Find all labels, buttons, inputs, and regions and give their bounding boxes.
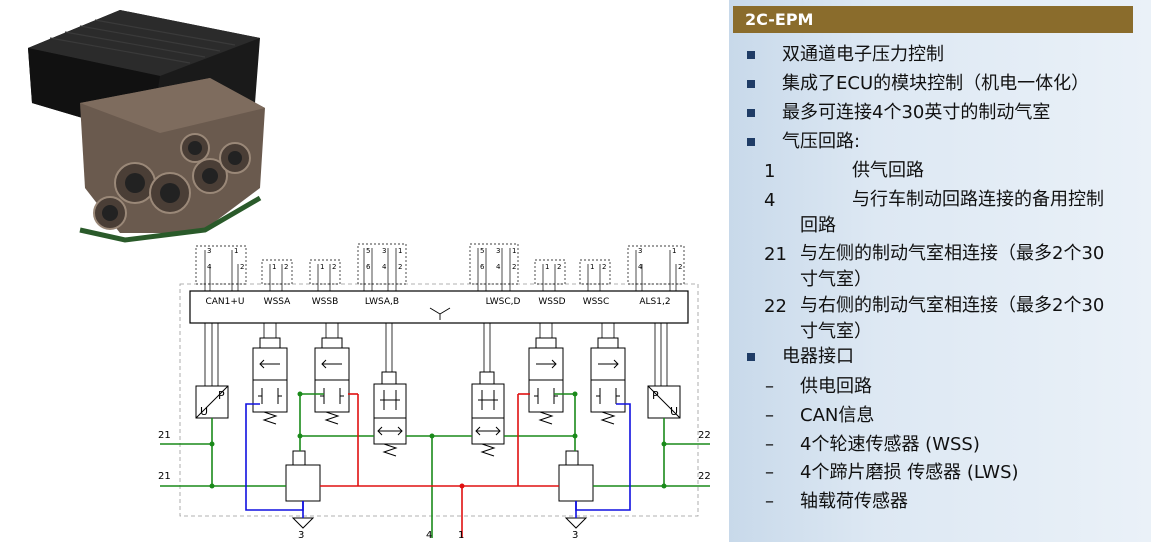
ecu-block [189, 290, 689, 324]
svg-text:3: 3 [207, 247, 211, 255]
circuit-description: 与左侧的制动气室相连接（最多2个30寸气室） [800, 243, 1105, 290]
bullet-square-icon [747, 353, 755, 361]
svg-text:P: P [652, 389, 659, 402]
electrical-item: 轴载荷传感器 [800, 491, 908, 512]
svg-text:1: 1 [672, 247, 676, 255]
svg-text:3: 3 [638, 247, 642, 255]
port-3-right: 3 [572, 530, 578, 541]
svg-text:5: 5 [366, 247, 370, 255]
svg-text:2: 2 [557, 263, 561, 271]
dash-icon: – [765, 434, 774, 455]
circuit-description: 与行车制动回路连接的备用控制回路 [800, 189, 1104, 236]
ecu-label-als: ALS1,2 [639, 297, 670, 307]
dash-icon: – [765, 491, 774, 512]
port-1: 1 [458, 530, 464, 541]
svg-text:5: 5 [480, 247, 484, 255]
svg-text:4: 4 [207, 263, 212, 271]
circuit-description: 与右侧的制动气室相连接（最多2个30寸气室） [800, 295, 1105, 342]
svg-text:2: 2 [602, 263, 606, 271]
solenoid-valve [252, 337, 626, 413]
feature-item: 集成了ECU的模块控制（机电一体化） [782, 73, 1090, 94]
feature-item: 双通道电子压力控制 [782, 44, 944, 65]
schematic-diagram: CAN1+U WSSA WSSB LWSA,B LWSC,D WSSD WSSC… [158, 243, 710, 541]
panel-title: 2C-EPM [733, 6, 1133, 33]
svg-text:2: 2 [678, 263, 682, 271]
svg-text:2: 2 [512, 263, 516, 271]
info-panel [729, 0, 1151, 542]
svg-text:1: 1 [398, 247, 402, 255]
svg-text:1: 1 [272, 263, 276, 271]
svg-text:1: 1 [234, 247, 238, 255]
port-4: 4 [426, 530, 432, 541]
ecu-symbol [429, 307, 451, 320]
ecu-label-wssd: WSSD [538, 297, 565, 307]
svg-text:1: 1 [320, 263, 324, 271]
circuit-number: 21 [764, 244, 787, 265]
svg-text:1: 1 [590, 263, 594, 271]
ecu-label-can: CAN1+U [205, 297, 244, 307]
module-frame [179, 283, 699, 517]
svg-text:2: 2 [240, 263, 244, 271]
port-21-top: 21 [158, 430, 171, 441]
svg-text:6: 6 [366, 263, 371, 271]
ecu-label-wssa: WSSA [264, 297, 291, 307]
ecu-label-lwscd: LWSC,D [486, 297, 521, 307]
port-21-bottom: 21 [158, 471, 171, 482]
port-22-top: 22 [698, 430, 710, 441]
dash-icon: – [765, 462, 774, 483]
circuit-number: 4 [764, 190, 776, 211]
circuit-description: 供气回路 [852, 160, 924, 181]
feature-item: 气压回路: [782, 131, 861, 152]
ecu-label-wssb: WSSB [312, 297, 339, 307]
pressure-sensor-left: P U [195, 385, 229, 419]
dash-icon: – [765, 376, 774, 397]
svg-text:2: 2 [284, 263, 288, 271]
port-22-bottom: 22 [698, 471, 710, 482]
electrical-item: 供电回路 [800, 376, 872, 397]
electrical-item: 4个轮速传感器 (WSS) [800, 434, 980, 455]
electrical-item: 4个蹄片磨损 传感器 (LWS) [800, 462, 1019, 483]
feature-item: 最多可连接4个30英寸的制动气室 [782, 102, 1051, 123]
svg-text:U: U [200, 405, 208, 418]
bullet-square-icon [747, 109, 755, 117]
svg-text:3: 3 [496, 247, 500, 255]
svg-text:3: 3 [382, 247, 386, 255]
circuit-number: 1 [764, 161, 776, 182]
svg-text:P: P [218, 389, 225, 402]
ecu-label-wssc: WSSC [583, 297, 610, 307]
bullet-square-icon [747, 51, 755, 59]
svg-text:1: 1 [545, 263, 549, 271]
svg-text:6: 6 [480, 263, 485, 271]
svg-text:1: 1 [512, 247, 516, 255]
ecu-label-lwsab: LWSA,B [365, 297, 399, 307]
bullet-square-icon [747, 80, 755, 88]
svg-text:4: 4 [638, 263, 643, 271]
electrical-heading: 电器接口 [782, 346, 854, 367]
pressure-sensor-right: P U [647, 385, 681, 419]
product-photo [28, 10, 265, 243]
bullet-square-icon [747, 138, 755, 146]
svg-text:4: 4 [382, 263, 387, 271]
relay-valve [285, 450, 594, 502]
circuit-number: 22 [764, 296, 787, 317]
svg-text:U: U [670, 405, 678, 418]
svg-text:4: 4 [496, 263, 501, 271]
port-3-left: 3 [298, 530, 304, 541]
dash-icon: – [765, 405, 774, 426]
svg-text:2: 2 [332, 263, 336, 271]
svg-text:2: 2 [398, 263, 402, 271]
electrical-item: CAN信息 [800, 405, 875, 426]
